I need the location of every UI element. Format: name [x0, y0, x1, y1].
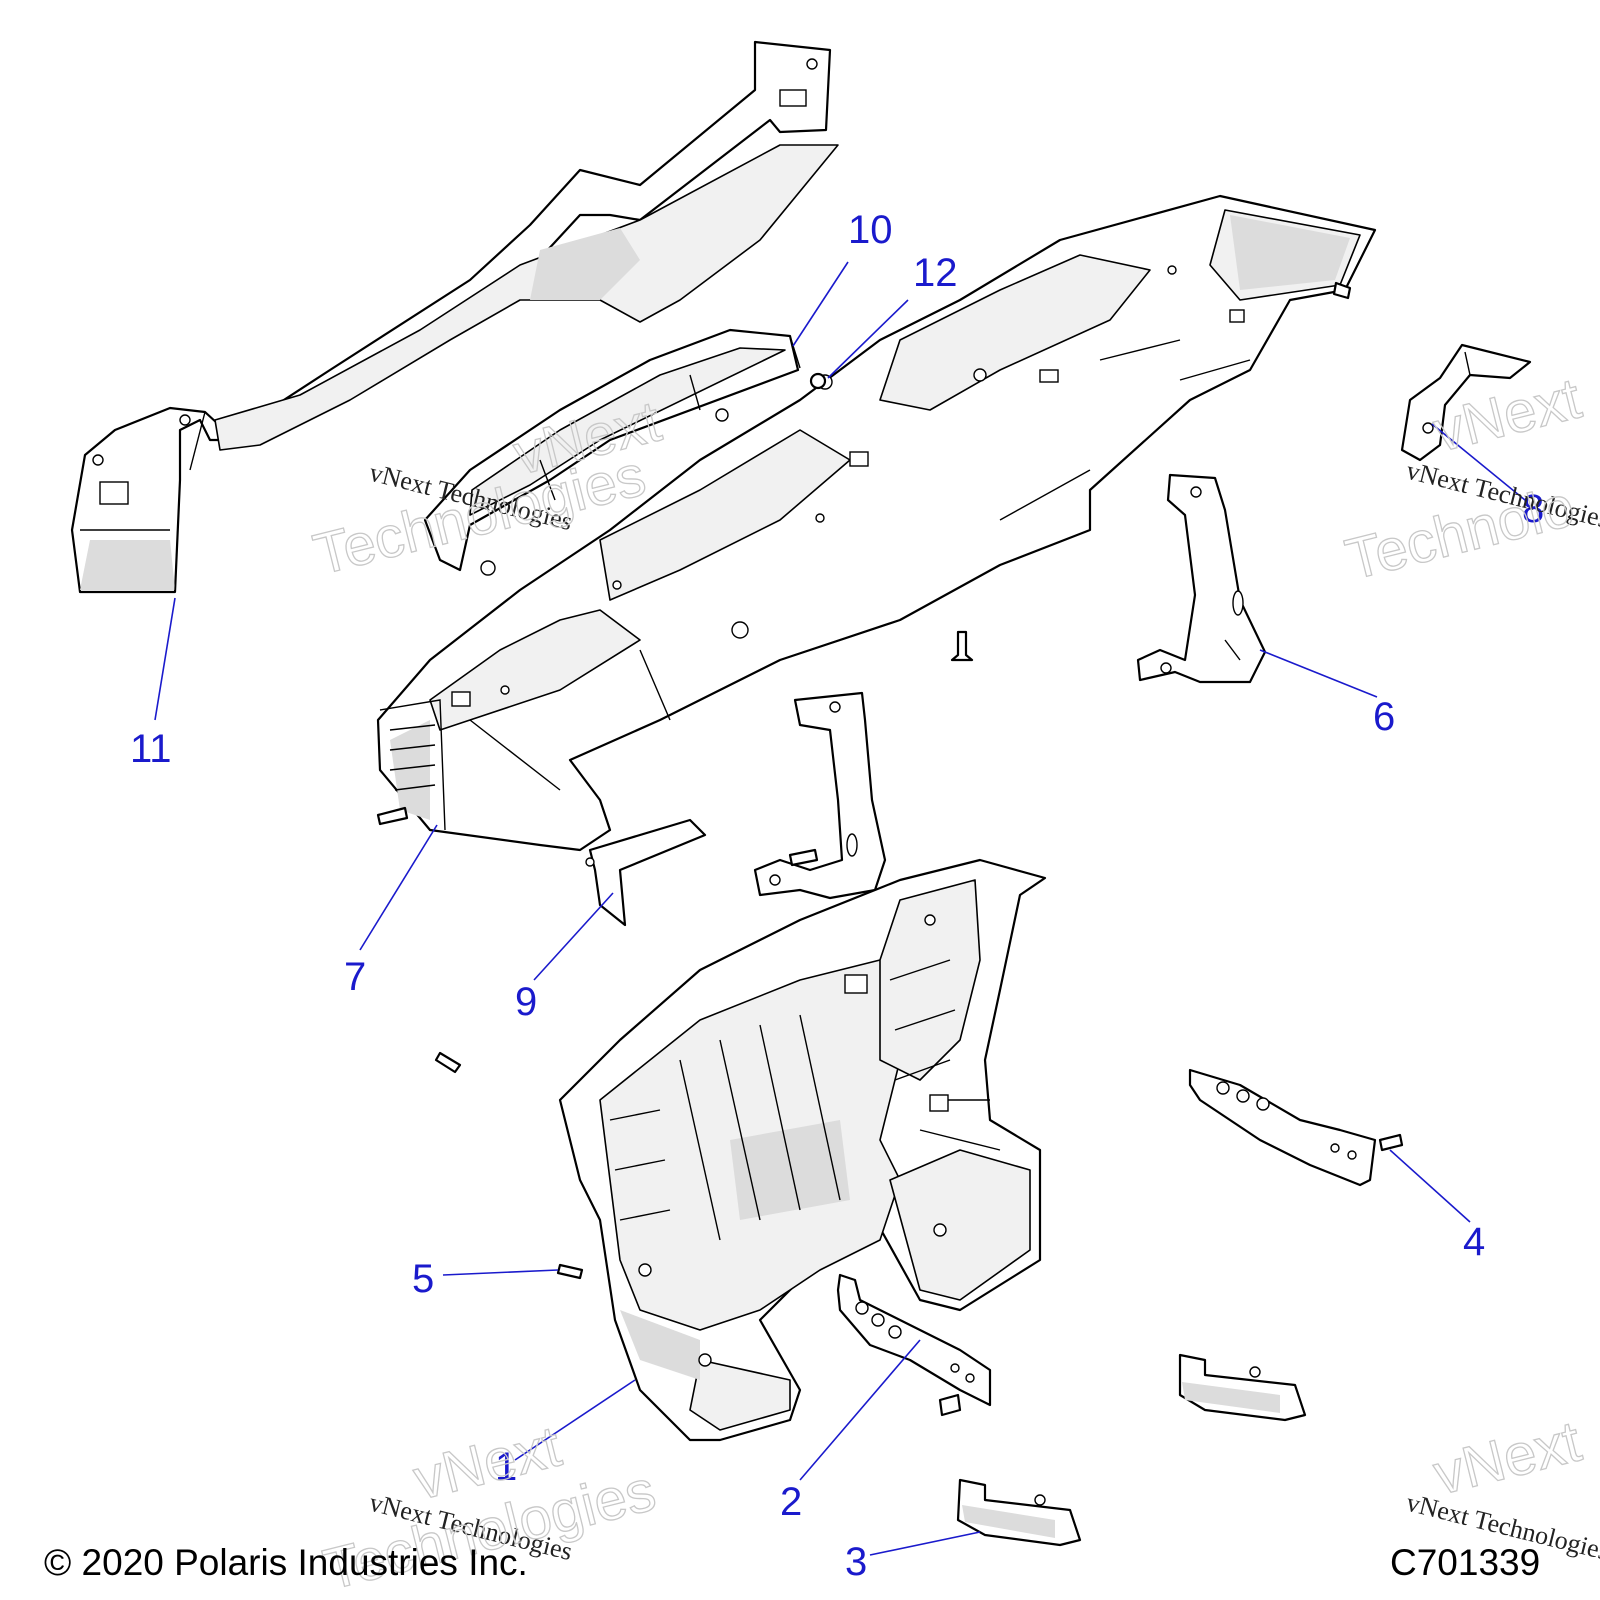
callout-6: 6	[1373, 695, 1395, 739]
callout-3: 3	[845, 1540, 867, 1584]
callout-2: 2	[780, 1480, 802, 1524]
callout-7: 7	[344, 955, 366, 999]
center-bracket[interactable]	[753, 691, 887, 900]
part-2-side-brace[interactable]	[836, 1273, 992, 1407]
part-12-nut[interactable]	[809, 372, 827, 390]
part-3-step-plate[interactable]	[956, 1478, 1082, 1547]
callout-5: 5	[412, 1257, 434, 1301]
screw-fasteners[interactable]	[376, 281, 1404, 1417]
callout-1: 1	[495, 1445, 517, 1489]
callout-11: 11	[130, 727, 172, 771]
part-8-bracket[interactable]	[1400, 343, 1532, 462]
figure-id: C701339	[1390, 1542, 1541, 1583]
copyright-notice: © 2020 Polaris Industries Inc.	[44, 1542, 528, 1583]
callout-10: 10	[848, 208, 893, 252]
callout-12: 12	[913, 251, 958, 295]
part-9-bracket-small[interactable]	[585, 818, 707, 927]
step-plate-upper[interactable]	[1178, 1353, 1307, 1422]
part-7-rear-panel[interactable]	[376, 194, 1377, 852]
callout-9: 9	[515, 980, 537, 1024]
callout-4: 4	[1463, 1220, 1485, 1264]
part-10-trim-rail[interactable]	[423, 328, 833, 576]
callout-8: 8	[1522, 487, 1544, 531]
part-6-bracket-tall[interactable]	[1136, 473, 1267, 684]
callout-numbers: 1 2 3 4 5 6 7 8 9 10 11 12	[130, 208, 1544, 1584]
leader-lines	[154, 261, 1526, 1556]
part-1-rear-fascia[interactable]	[558, 858, 1047, 1442]
part-4-side-brace[interactable]	[1188, 1068, 1377, 1187]
part-11-side-rail[interactable]	[70, 40, 839, 594]
watermark-big: vNext	[1427, 1409, 1587, 1508]
watermarks: vNext Technologies vNext Technologies vN…	[307, 365, 1600, 1600]
